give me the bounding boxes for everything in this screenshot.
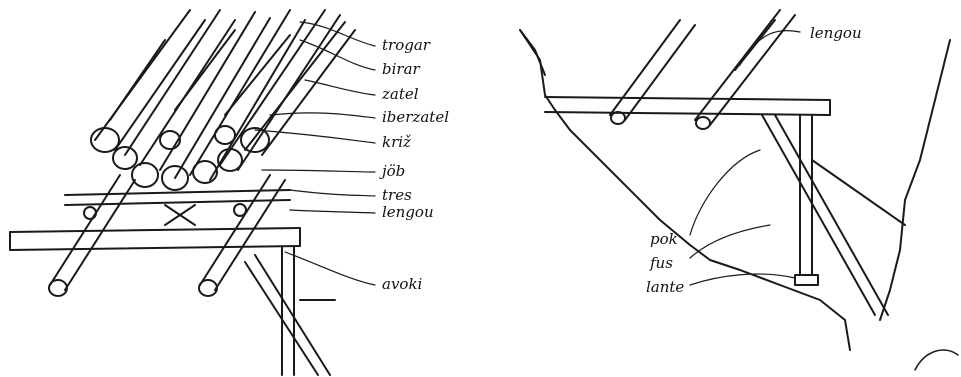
label-avoki: avoki [382,275,423,293]
left-sketch: trogar birar zatel iberzatel križ jöb tr… [10,10,449,375]
squiggle-mark [915,350,958,370]
label-birar: birar [382,60,421,78]
horizontal-beams [10,190,300,250]
right-leaders [690,31,800,285]
label-iberzatel: iberzatel [382,108,449,126]
cross-piece [165,205,195,225]
diagonal-logs [95,10,355,180]
label-lante: lante [646,278,684,296]
top-beam [545,97,830,115]
label-lengou-right: lengou [810,24,862,42]
label-zatel: zatel [381,85,419,103]
label-lengou: lengou [382,203,434,221]
label-pok: pok [650,230,678,248]
left-labels: trogar birar zatel iberzatel križ jöb tr… [379,36,449,293]
label-job: jöb [379,162,405,180]
label-tres: tres [382,186,412,204]
rock-walls [520,30,950,350]
label-fus: fus [649,254,673,272]
right-labels: lengou pok fus lante [646,24,862,296]
right-support [762,115,905,315]
label-trogar: trogar [382,36,431,54]
label-kriz: križ [382,133,411,151]
support-post [245,246,335,375]
right-sketch: lengou pok fus lante [520,10,958,370]
inclined-poles [610,10,795,129]
